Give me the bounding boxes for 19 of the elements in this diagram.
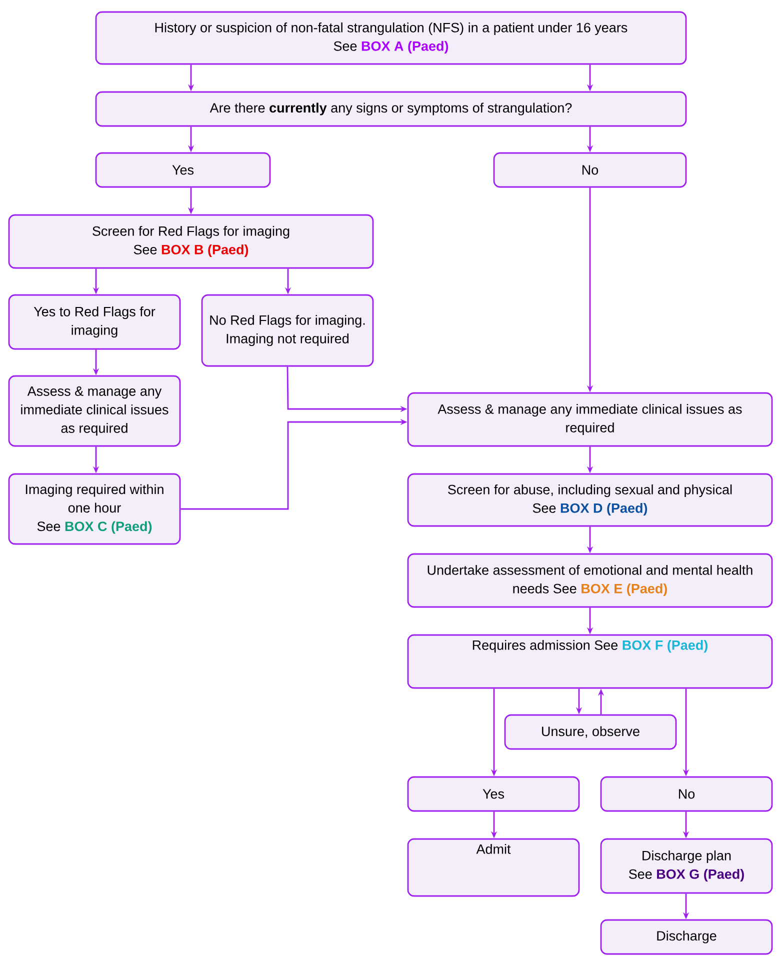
process-box: Screen for Red Flags for imaging See BOX B (Paed): [8, 214, 374, 269]
answer-box: No: [493, 152, 687, 188]
process-box: Assess & manage any immediate clinical issues as required: [8, 375, 181, 447]
outcome-box: Admit: [407, 838, 580, 897]
process-box: History or suspicion of non-fatal strangulation (NFS) in a patient under 16 years See BOX A (Paed): [95, 11, 687, 65]
answer-box: No Red Flags for imaging. Imaging not required: [201, 294, 374, 367]
answer-box: Unsure, observe: [504, 714, 677, 750]
process-box: Assess & manage any immediate clinical issues as required: [407, 392, 773, 447]
process-box: Undertake assessment of emotional and mental health needs See BOX E (Paed): [407, 553, 773, 608]
process-box: Imaging required within one hour See BOX C (Paed): [8, 473, 181, 545]
process-box: Discharge plan See BOX G (Paed): [600, 838, 773, 894]
question-box: Are there currently any signs or symptoms of strangulation?: [95, 91, 687, 127]
answer-box: Yes: [407, 776, 580, 812]
decision-box: Requires admission See BOX F (Paed): [407, 634, 773, 689]
answer-box: No: [600, 776, 773, 812]
answer-box: Yes: [95, 152, 271, 188]
process-box: Screen for abuse, including sexual and physical See BOX D (Paed): [407, 473, 773, 527]
answer-box: Yes to Red Flags for imaging: [8, 294, 181, 350]
outcome-box: Discharge: [600, 919, 773, 955]
